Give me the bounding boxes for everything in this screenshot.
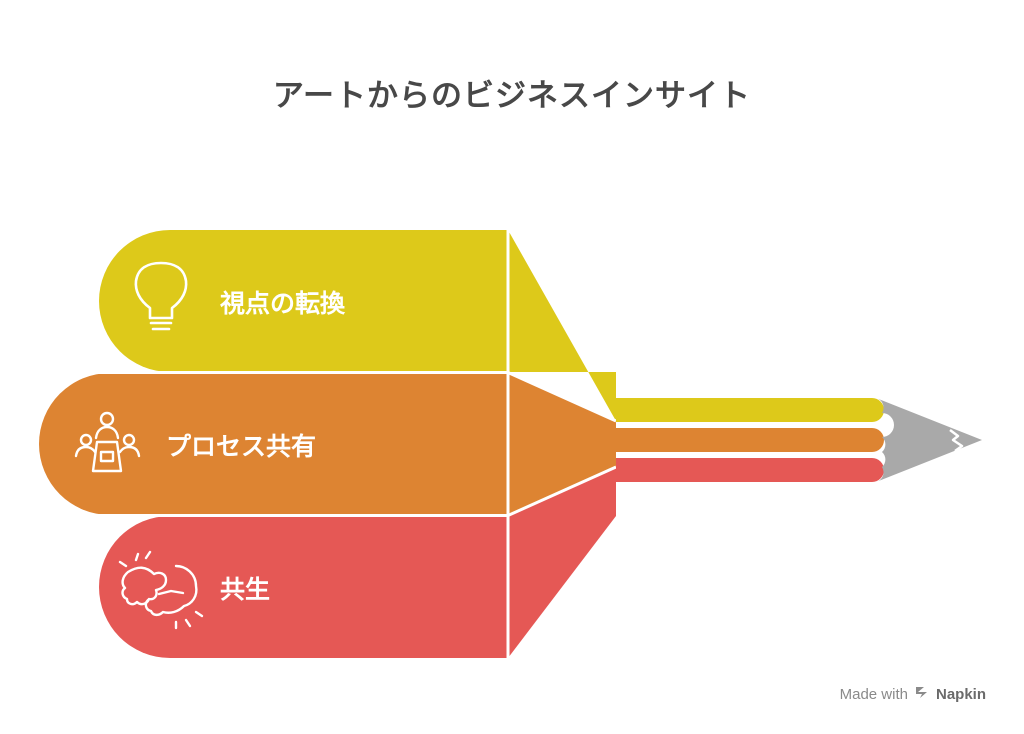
band-yellow-ferrule <box>508 230 616 421</box>
pencil-tip <box>876 398 982 482</box>
napkin-brand-text: Napkin <box>935 685 986 703</box>
made-with-text: Made with <box>839 685 908 703</box>
band-red-ferrule <box>508 467 616 658</box>
page-title: アートからのビジネスインサイト <box>272 78 752 114</box>
fist-bump-icon <box>118 550 204 630</box>
strip-red <box>616 458 884 482</box>
band-red <box>99 516 508 658</box>
item-label-perspective: 視点の転換 <box>220 289 346 318</box>
napkin-logo-icon <box>914 684 930 704</box>
strip-orange <box>616 428 884 452</box>
band-orange-ferrule <box>508 373 616 515</box>
item-label-symbiosis: 共生 <box>220 575 271 604</box>
lightbulb-icon <box>134 261 188 331</box>
band-yellow <box>99 230 508 372</box>
item-label-process-sharing: プロセス共有 <box>166 432 317 461</box>
footer-credit: Made with Napkin <box>840 684 986 704</box>
band-orange <box>39 373 508 515</box>
strip-yellow <box>616 398 884 422</box>
meeting-group-icon <box>74 411 141 473</box>
